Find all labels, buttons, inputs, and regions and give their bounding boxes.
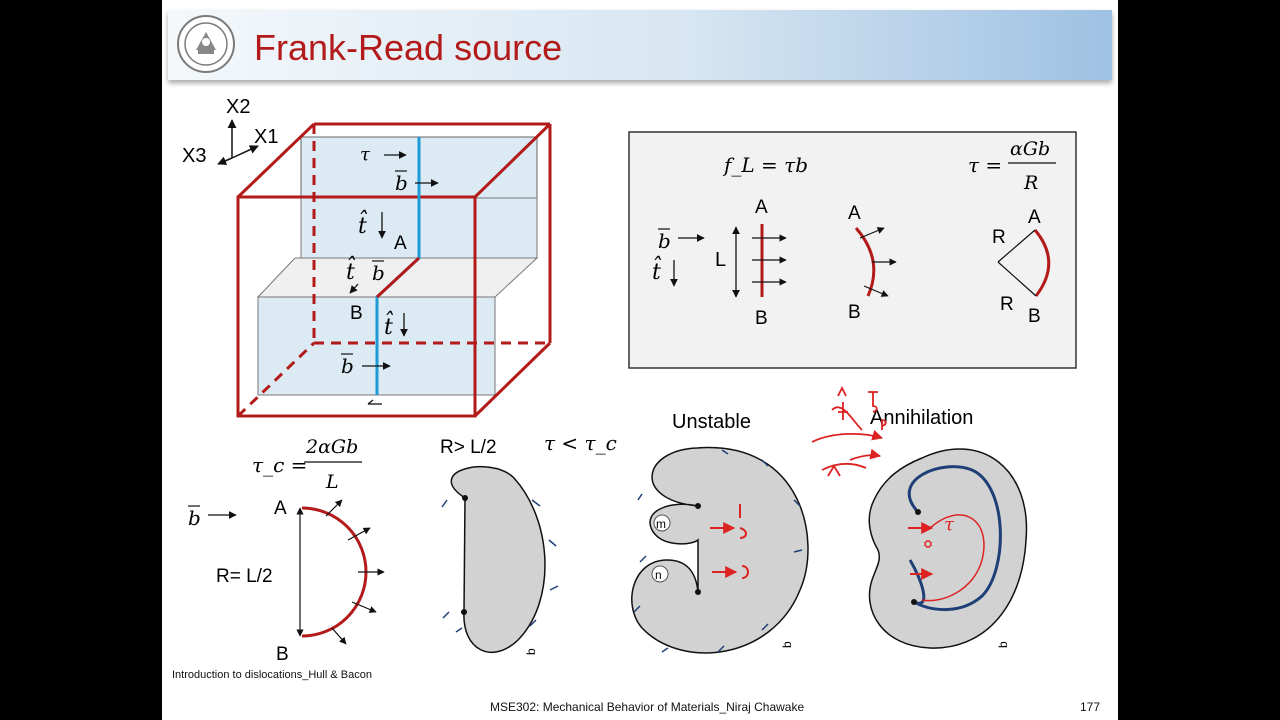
box-b3-label: b xyxy=(341,354,354,378)
eq-tau-denominator: R xyxy=(1023,172,1038,194)
panel3-radius-top: R xyxy=(992,227,1006,248)
svg-text:τ: τ xyxy=(944,514,955,535)
stage-bulging: R> L/2 τ < τ_c b xyxy=(440,431,617,655)
eq-tauc-lhs: τ_c = xyxy=(252,453,307,477)
line-tension-panel: f_L = τb τ = αGb R b t̂ L A B A B xyxy=(628,131,1077,369)
title-bar: Frank-Read source xyxy=(168,10,1112,80)
slide-title: Frank-Read source xyxy=(254,27,563,68)
institute-logo-icon xyxy=(177,15,235,73)
coordinate-axes: X2 X1 X3 xyxy=(182,96,278,167)
handwritten-annotation xyxy=(811,385,887,477)
stage4-title: Annihilation xyxy=(870,407,973,429)
axis-x3-label: X3 xyxy=(182,145,206,167)
panel1-point-a: A xyxy=(755,197,768,218)
stage3-title: Unstable xyxy=(672,411,751,433)
eq-line-force: f_L = τb xyxy=(722,153,808,177)
box-t3-label: t̂ xyxy=(384,311,394,340)
box-t2-label: t̂ xyxy=(346,256,356,285)
panel-b-label: b xyxy=(658,229,671,253)
box-tau-label: τ xyxy=(360,144,371,165)
panel3-point-b: B xyxy=(1028,306,1041,327)
stage2-tau-condition: τ < τ_c xyxy=(544,431,617,455)
stage3-m-label: m xyxy=(656,517,666,531)
reference-note: Introduction to dislocations_Hull & Baco… xyxy=(172,669,372,681)
stage1-b-label: b xyxy=(188,506,201,530)
slide: Frank-Read source X2 X1 X3 xyxy=(162,0,1118,720)
stage-critical: τ_c = 2αGb L b A B R= L/2 xyxy=(188,436,385,665)
stage4-b-tag: b xyxy=(996,641,1010,648)
page-number: 177 xyxy=(1080,700,1101,714)
stage2-radius-label: R> L/2 xyxy=(440,437,497,458)
course-footer: MSE302: Mechanical Behavior of Materials… xyxy=(490,700,805,714)
axis-x1-label: X1 xyxy=(254,126,278,148)
axis-x2-label: X2 xyxy=(226,96,250,118)
panel3-radius-bottom: R xyxy=(1000,294,1014,315)
box-b-label: b xyxy=(395,171,408,195)
panel-length-label: L xyxy=(715,249,726,271)
box-t-label: t̂ xyxy=(358,210,368,239)
stage1-radius-label: R= L/2 xyxy=(216,566,273,587)
stage1-point-a: A xyxy=(274,498,287,519)
eq-tau-lhs: τ = xyxy=(968,153,1002,177)
panel-t-label: t̂ xyxy=(652,256,662,285)
panel2-point-b: B xyxy=(848,302,861,323)
box-point-a: A xyxy=(394,233,407,254)
stage-annihilation: Annihilation τ b xyxy=(811,385,1028,649)
eq-tau-numerator: αGb xyxy=(1010,138,1050,160)
box-point-b: B xyxy=(350,303,363,324)
stage2-b-tag: b xyxy=(524,648,538,655)
stage3-n-label: n xyxy=(655,568,662,582)
panel1-point-b: B xyxy=(755,308,768,329)
panel3-point-a: A xyxy=(1028,207,1041,228)
eq-tauc-denominator: L xyxy=(325,471,339,493)
eq-tauc-numerator: 2αGb xyxy=(305,436,358,458)
stage1-point-b: B xyxy=(276,644,289,665)
stage3-b-tag: b xyxy=(780,641,794,648)
figure-canvas: X2 X1 X3 xyxy=(182,96,1077,665)
box-b2-label: b xyxy=(372,261,385,285)
panel2-point-a: A xyxy=(848,203,861,224)
stage-unstable: Unstable m n b xyxy=(631,411,809,654)
crystal-box-diagram: τ b t̂ A t̂ b B t̂ b xyxy=(236,122,552,418)
